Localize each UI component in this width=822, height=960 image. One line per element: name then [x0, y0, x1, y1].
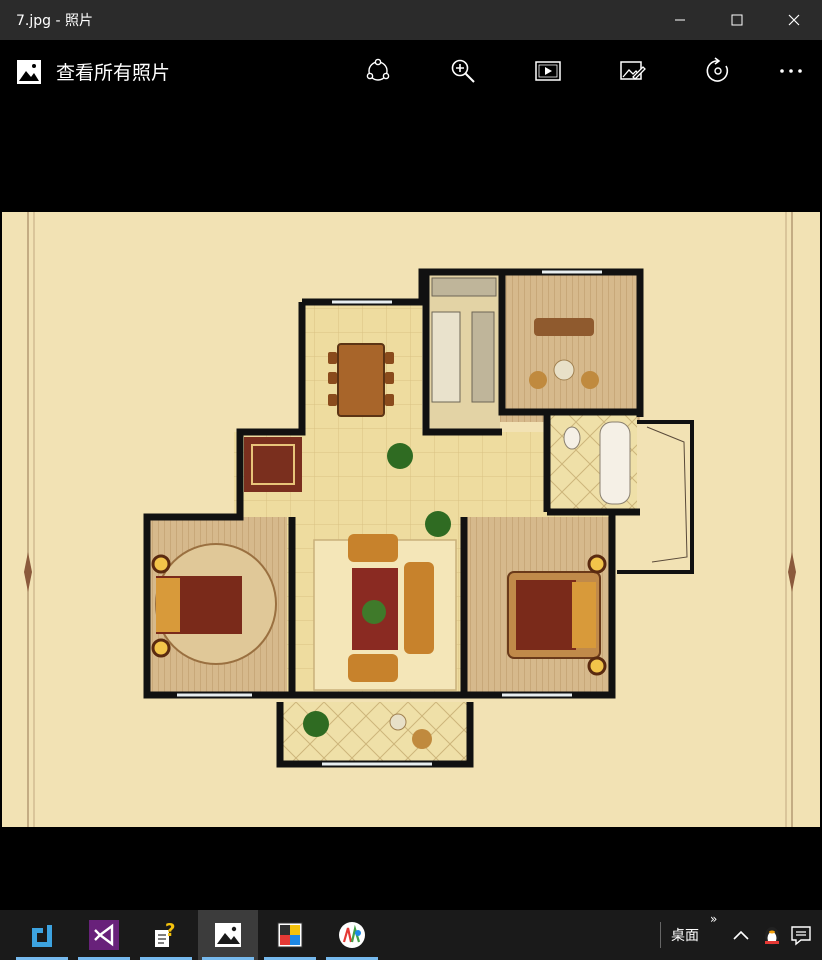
share-icon [366, 58, 390, 81]
floor-plan-photo [2, 212, 820, 827]
slideshow-button[interactable] [528, 52, 568, 90]
taskbar-app-photos[interactable] [198, 910, 258, 960]
maximize-button[interactable] [708, 0, 765, 40]
svg-text:?: ? [165, 920, 175, 941]
running-indicator [16, 957, 68, 960]
taskbar-app-visual-studio[interactable] [74, 910, 134, 960]
rotate-button[interactable] [698, 52, 738, 90]
minimize-button[interactable] [651, 0, 708, 40]
taskbar-app-dev-tool[interactable] [12, 910, 72, 960]
share-button[interactable] [358, 52, 398, 90]
rotate-icon [706, 57, 729, 82]
running-indicator [264, 957, 316, 960]
photo-viewer[interactable] [0, 102, 822, 910]
window-controls [651, 0, 822, 40]
tray-app-button[interactable] [757, 920, 787, 950]
close-icon [788, 14, 799, 26]
dev-tool-icon [32, 925, 52, 947]
visual-studio-icon [89, 920, 119, 950]
edit-button[interactable] [613, 52, 653, 90]
photo-toolbar: 查看所有照片 [0, 40, 822, 102]
tips-icon: ? [155, 920, 175, 947]
desktop-more-chevron[interactable]: » [710, 912, 718, 926]
media-icon [339, 922, 365, 948]
running-indicator [78, 957, 130, 960]
notification-icon [791, 926, 811, 946]
action-center-button[interactable] [786, 920, 816, 950]
running-indicator [326, 957, 378, 960]
zoom-icon [451, 59, 475, 83]
zoom-button[interactable] [443, 52, 483, 90]
show-hidden-icons-button[interactable] [726, 920, 756, 950]
taskbar-app-paint[interactable] [260, 910, 320, 960]
title-bar: 7.jpg - 照片 [0, 0, 822, 40]
chevron-up-icon [733, 930, 749, 940]
edit-icon [620, 61, 646, 80]
desktop-toolbar-label[interactable]: 桌面 [671, 928, 699, 944]
more-button[interactable] [771, 52, 811, 90]
taskbar-divider [660, 922, 661, 948]
window-title: 7.jpg - 照片 [16, 13, 93, 29]
paint-icon [277, 922, 303, 948]
slideshow-icon [535, 61, 561, 81]
running-indicator [140, 957, 192, 960]
all-photos-button[interactable]: 查看所有照片 [16, 58, 170, 85]
photos-icon [215, 923, 241, 947]
taskbar: ? 桌面 » [0, 910, 822, 960]
qq-penguin-icon [765, 927, 779, 945]
minimize-icon [674, 19, 685, 21]
photo-gallery-icon [17, 59, 41, 84]
taskbar-app-tips[interactable]: ? [136, 910, 196, 960]
running-indicator [202, 957, 254, 960]
all-photos-label: 查看所有照片 [56, 62, 171, 84]
close-button[interactable] [765, 0, 822, 40]
more-icon [780, 69, 802, 73]
maximize-icon [731, 14, 742, 26]
taskbar-app-media[interactable] [322, 910, 382, 960]
